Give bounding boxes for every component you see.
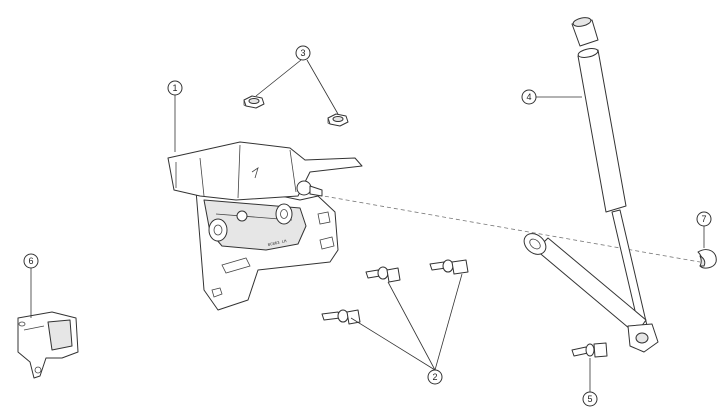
nut-left xyxy=(243,95,265,109)
gas-strut-upper xyxy=(571,17,649,333)
callout-label-5: 5 xyxy=(587,394,592,404)
callout-3: 3 xyxy=(295,45,311,61)
callout-label-4: 4 xyxy=(526,92,531,102)
callout-label-3: 3 xyxy=(300,48,305,58)
ball-stud xyxy=(571,342,608,358)
callout-4: 4 xyxy=(521,89,537,105)
callout-label-2: 2 xyxy=(432,372,437,382)
callout-6: 6 xyxy=(23,253,39,269)
sensor-bracket xyxy=(17,311,79,379)
callout-label-7: 7 xyxy=(701,214,706,224)
hinge-assembly: 8C863 LH xyxy=(167,141,363,311)
gas-strut-lower xyxy=(523,233,659,353)
callout-label-1: 1 xyxy=(172,83,177,93)
callout-label-6: 6 xyxy=(28,256,33,266)
callout-5: 5 xyxy=(582,391,598,407)
bolt-c xyxy=(321,309,361,325)
leader-lines xyxy=(30,59,705,392)
retaining-clip xyxy=(697,249,717,269)
callout-7: 7 xyxy=(696,211,712,227)
alignment-dashed-line xyxy=(317,194,701,263)
callout-2: 2 xyxy=(427,369,443,385)
callout-1: 1 xyxy=(167,80,183,96)
hinge-stamp-text: 8C863 LH xyxy=(268,240,288,248)
bolt-a xyxy=(365,266,401,283)
nut-right xyxy=(327,113,349,127)
bolt-b xyxy=(429,259,469,275)
